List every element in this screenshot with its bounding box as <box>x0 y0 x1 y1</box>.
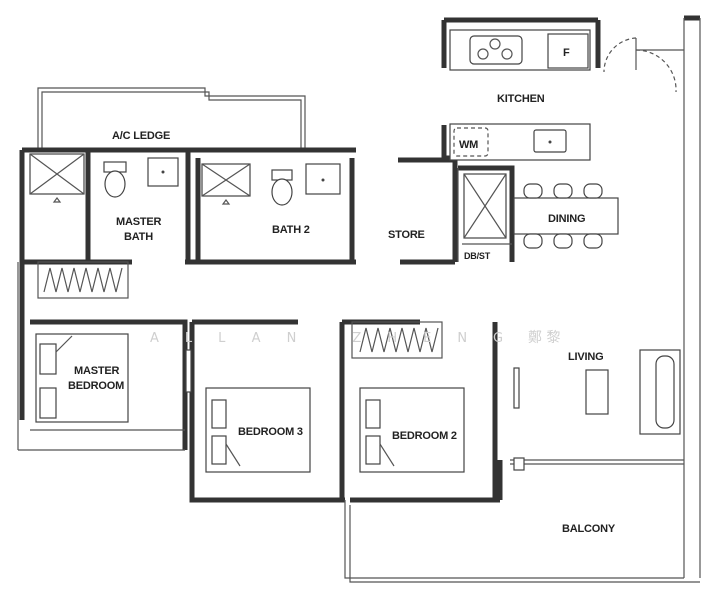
label-bedroom3: BEDROOM 3 <box>238 426 303 438</box>
label-balcony: BALCONY <box>562 523 616 535</box>
label-bedroom2: BEDROOM 2 <box>392 430 457 442</box>
ac-ledge-outline <box>37 87 306 150</box>
bed-master <box>35 333 129 423</box>
db-st-box <box>463 173 507 239</box>
label-master-bath-line2: BATH <box>124 231 153 243</box>
bed-bedroom3 <box>205 387 311 473</box>
dining-table <box>513 183 619 249</box>
shower-bath2 <box>201 163 251 205</box>
label-store: STORE <box>388 229 425 241</box>
bed-bedroom2 <box>359 387 465 473</box>
kitchen-counter-top <box>449 29 591 71</box>
walls <box>17 15 701 583</box>
window-bedroom3 <box>185 349 192 393</box>
label-kitchen: KITCHEN <box>497 93 545 105</box>
toilet-bath2 <box>271 169 293 206</box>
label-master-bath-line1: MASTER <box>116 216 162 228</box>
wardrobe-master <box>43 267 123 293</box>
toilet-master <box>103 161 127 198</box>
window-bedroom2 <box>513 367 520 409</box>
watermark-cjk: 鄭 黎 <box>528 330 560 346</box>
fridge-label: F <box>563 47 570 59</box>
kitchen-door <box>603 37 684 93</box>
label-master-bedroom-line2: BEDROOM <box>68 380 124 392</box>
db-st-label: DB/ST <box>464 251 491 261</box>
label-living: LIVING <box>568 351 603 363</box>
label-bath2: BATH 2 <box>272 224 310 236</box>
kitchen-counter-bottom <box>449 123 591 161</box>
label-dining: DINING <box>548 213 585 225</box>
watermark-text: ALLAN ZHENG <box>150 331 529 346</box>
washer-label: WM <box>459 139 478 151</box>
wardrobe-bedroom2 <box>359 327 439 353</box>
basin-bath2 <box>305 163 341 195</box>
label-ac-ledge: A/C LEDGE <box>112 130 170 142</box>
label-master-bedroom-line1: MASTER <box>74 365 120 377</box>
shower-master <box>29 153 85 203</box>
aircon-box <box>513 457 525 471</box>
living-coffee-table <box>585 369 609 415</box>
basin-master <box>147 157 179 187</box>
living-sofa <box>639 349 681 435</box>
